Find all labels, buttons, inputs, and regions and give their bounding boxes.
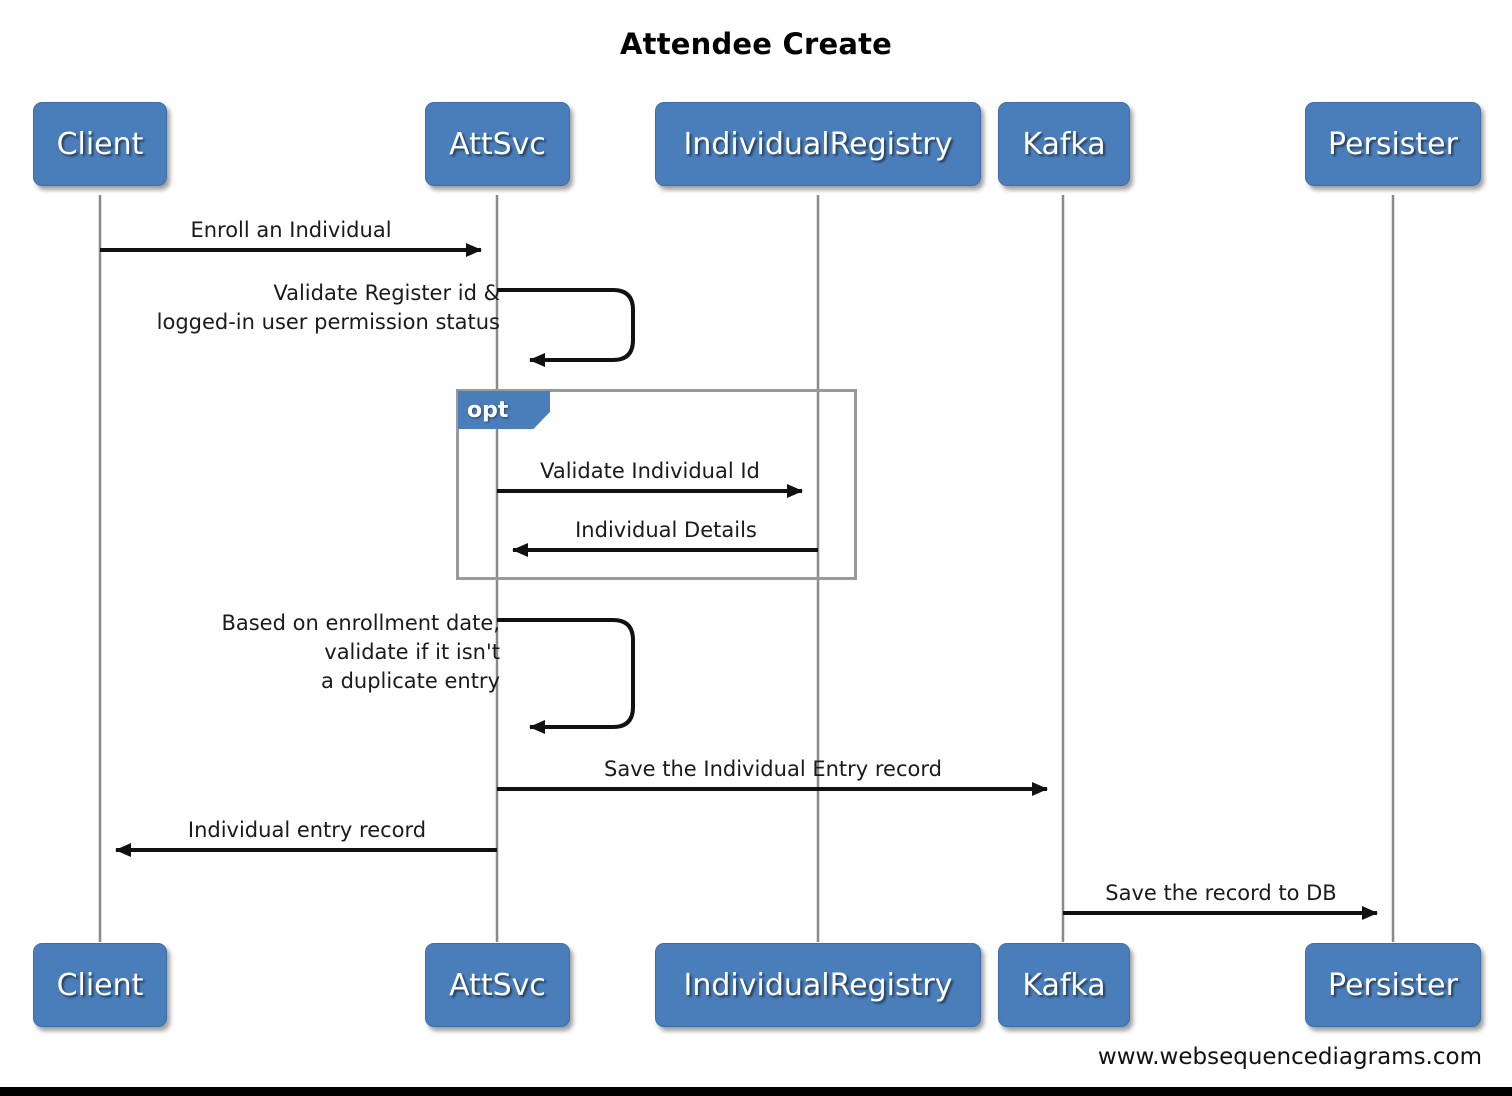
lifelines <box>98 195 1395 942</box>
participant-box-attsvc-bottom[interactable]: AttSvc <box>425 943 570 1027</box>
participant-box-individualregistry-top[interactable]: IndividualRegistry <box>655 102 981 186</box>
participant-box-attsvc-top[interactable]: AttSvc <box>425 102 570 186</box>
message-label-individual-details: Individual Details <box>575 518 757 542</box>
participant-label-kafka-top: Kafka <box>1022 126 1106 162</box>
message-label-save-the-individual-entry-record: Save the Individual Entry record <box>604 757 942 781</box>
participant-label-individualregistry-top: IndividualRegistry <box>683 126 953 162</box>
message-label-line-3: a duplicate entry <box>321 669 500 693</box>
bottom-border-bar <box>0 1087 1512 1096</box>
participant-box-client-bottom[interactable]: Client <box>33 943 167 1027</box>
participant-box-kafka-bottom[interactable]: Kafka <box>998 943 1130 1027</box>
participant-box-persister-bottom[interactable]: Persister <box>1305 943 1481 1027</box>
message-label-save-the-record-to-db: Save the record to DB <box>1105 881 1337 905</box>
diagram-title: Attendee Create <box>619 27 893 61</box>
message-label-based-on-enrollment-date: Based on enrollment date, validate if it … <box>100 609 500 696</box>
participant-label-persister-top: Persister <box>1328 126 1458 162</box>
participant-box-client-top[interactable]: Client <box>33 102 167 186</box>
message-label-line-2: logged-in user permission status <box>156 310 500 334</box>
participant-box-kafka-top[interactable]: Kafka <box>998 102 1130 186</box>
participant-label-persister-bottom: Persister <box>1328 967 1458 1003</box>
message-label-individual-entry-record: Individual entry record <box>187 818 427 842</box>
participant-label-individualregistry-bottom: IndividualRegistry <box>683 967 953 1003</box>
message-label-line-2: validate if it isn't <box>324 640 500 664</box>
message-label-enroll-an-individual: Enroll an Individual <box>190 218 392 242</box>
participant-label-kafka-bottom: Kafka <box>1022 967 1106 1003</box>
message-label-validate-individual-id: Validate Individual Id <box>540 459 760 483</box>
message-label-validate-register-id: Validate Register id & logged-in user per… <box>60 279 500 337</box>
fragment-label-opt: opt <box>458 391 550 429</box>
fragment-label-opt-text: opt <box>467 397 509 423</box>
participant-label-attsvc-top: AttSvc <box>449 126 546 162</box>
participant-box-individualregistry-bottom[interactable]: IndividualRegistry <box>655 943 981 1027</box>
message-arrow-validate-register-id <box>497 288 635 367</box>
participant-label-client-bottom: Client <box>56 967 144 1003</box>
message-label-line-1: Based on enrollment date, <box>221 611 500 635</box>
participant-label-client-top: Client <box>56 126 144 162</box>
participant-label-attsvc-bottom: AttSvc <box>449 967 546 1003</box>
fragment-opt-frame <box>456 389 857 580</box>
participant-box-persister-top[interactable]: Persister <box>1305 102 1481 186</box>
message-label-line-1: Validate Register id & <box>273 281 500 305</box>
message-arrow-based-on-enrollment-date <box>497 618 635 734</box>
watermark-text: www.websequencediagrams.com <box>1097 1044 1482 1070</box>
